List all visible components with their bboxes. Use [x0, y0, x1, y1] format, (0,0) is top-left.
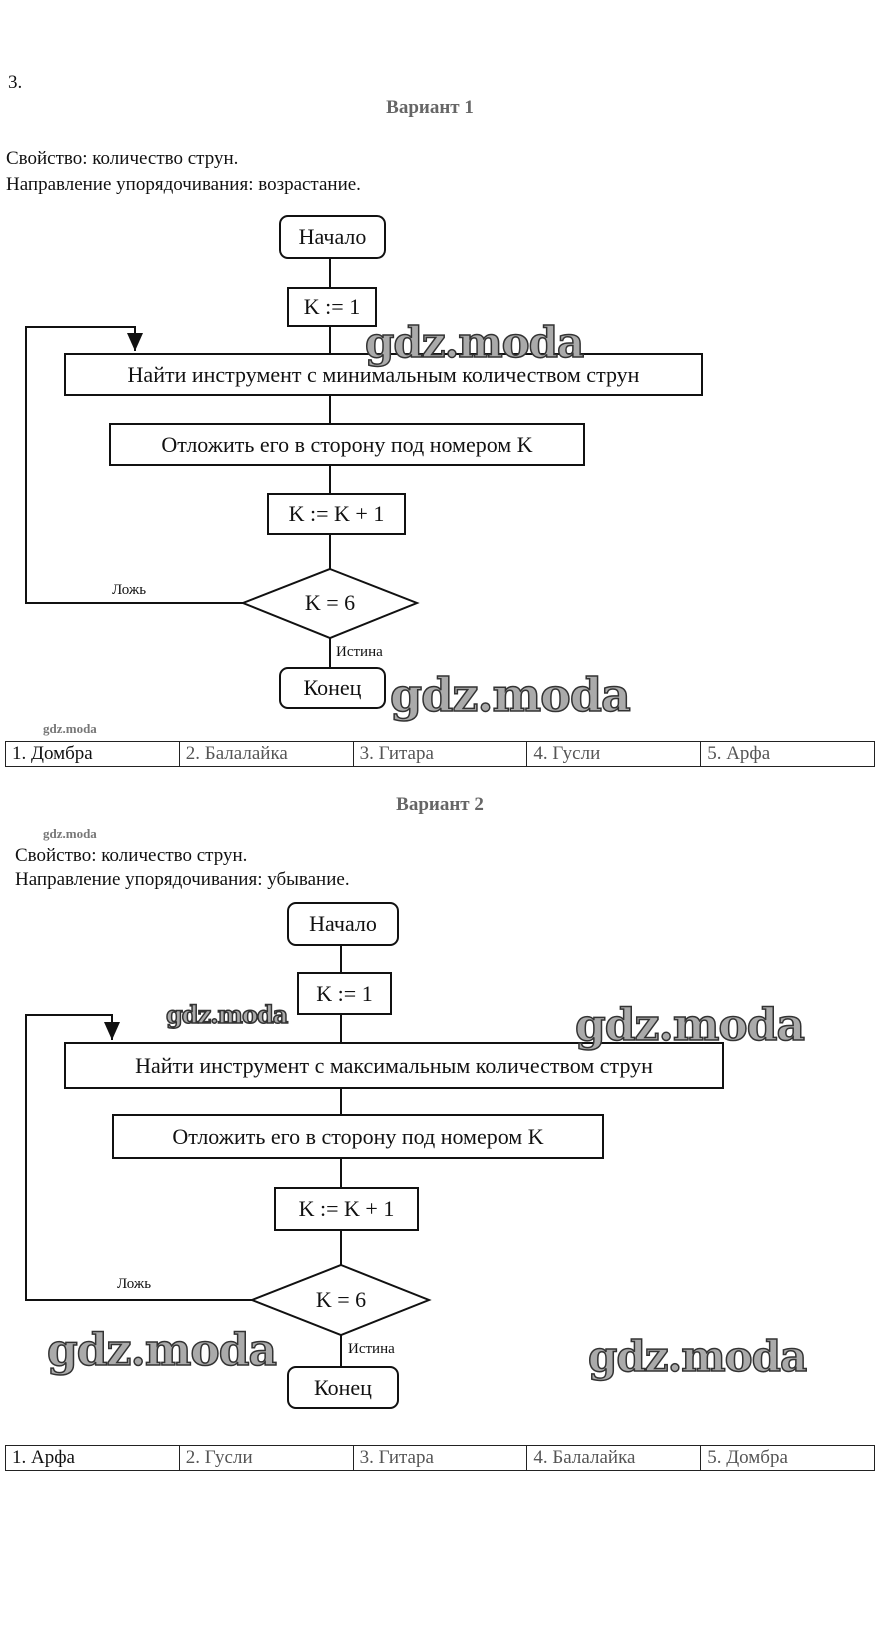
- table-cell: 3. Гитара: [352, 741, 528, 767]
- init-block: K := 1: [297, 972, 392, 1015]
- variant-1-property: Свойство: количество струн.: [6, 148, 239, 169]
- table-cell: 2. Балалайка: [178, 741, 354, 767]
- table-cell: 1. Арфа: [5, 1445, 180, 1471]
- true-label: Истина: [336, 644, 383, 660]
- find-block: Найти инструмент с минимальным количеств…: [64, 353, 703, 396]
- watermark: gdz.moda: [587, 1331, 808, 1382]
- table-cell: 5. Арфа: [700, 741, 875, 767]
- variant-2-result-table: 1. Арфа 2. Гусли 3. Гитара 4. Балалайка …: [5, 1445, 875, 1471]
- false-label: Ложь: [112, 582, 147, 598]
- table-cell: 4. Балалайка: [526, 1445, 702, 1471]
- table-cell: 3. Гитара: [352, 1445, 528, 1471]
- condition-text: K = 6: [304, 590, 356, 615]
- put-aside-block: Отложить его в сторону под номером K: [112, 1114, 604, 1159]
- watermark: gdz.moda: [364, 317, 585, 368]
- table-row: 1. Арфа 2. Гусли 3. Гитара 4. Балалайка …: [5, 1445, 875, 1471]
- decision-diamond: [240, 567, 420, 640]
- table-cell: 4. Гусли: [526, 741, 702, 767]
- table-cell: 5. Домбра: [700, 1445, 875, 1471]
- task-number: 3.: [8, 72, 23, 93]
- init-block: K := 1: [287, 287, 377, 327]
- put-aside-block: Отложить его в сторону под номером K: [109, 423, 585, 466]
- watermark: gdz.moda: [389, 667, 631, 723]
- watermark-small: gdz.moda: [43, 826, 97, 841]
- variant-2-property: Свойство: количество струн.: [15, 845, 248, 866]
- increment-block: K := K + 1: [267, 493, 406, 535]
- watermark: gdz.moda: [46, 1324, 278, 1377]
- end-block: Конец: [287, 1366, 399, 1409]
- condition-text: K = 6: [315, 1287, 367, 1312]
- start-block: Начало: [287, 902, 399, 946]
- increment-block: K := K + 1: [274, 1187, 419, 1231]
- table-cell: 2. Гусли: [178, 1445, 354, 1471]
- variant-1-result-table: 1. Домбра 2. Балалайка 3. Гитара 4. Гусл…: [5, 741, 875, 767]
- loop-back-arrow: [25, 326, 243, 604]
- find-block: Найти инструмент с максимальным количест…: [64, 1042, 724, 1089]
- variant-2-title: Вариант 2: [396, 794, 484, 815]
- start-block: Начало: [279, 215, 386, 259]
- table-cell: 1. Домбра: [5, 741, 180, 767]
- end-block: Конец: [279, 667, 386, 709]
- true-label: Истина: [348, 1341, 395, 1357]
- variant-2-direction: Направление упорядочивания: убывание.: [15, 869, 350, 890]
- table-row: 1. Домбра 2. Балалайка 3. Гитара 4. Гусл…: [5, 741, 875, 767]
- variant-1-direction: Направление упорядочивания: возрастание.: [6, 174, 361, 195]
- variant-1-title: Вариант 1: [386, 97, 474, 118]
- watermark: gdz.moda: [165, 999, 289, 1030]
- loop-back-arrow: [25, 1014, 252, 1301]
- false-label: Ложь: [117, 1276, 152, 1292]
- watermark: gdz.moda: [574, 999, 806, 1052]
- watermark-small: gdz.moda: [43, 721, 97, 736]
- decision-diamond: [249, 1263, 432, 1337]
